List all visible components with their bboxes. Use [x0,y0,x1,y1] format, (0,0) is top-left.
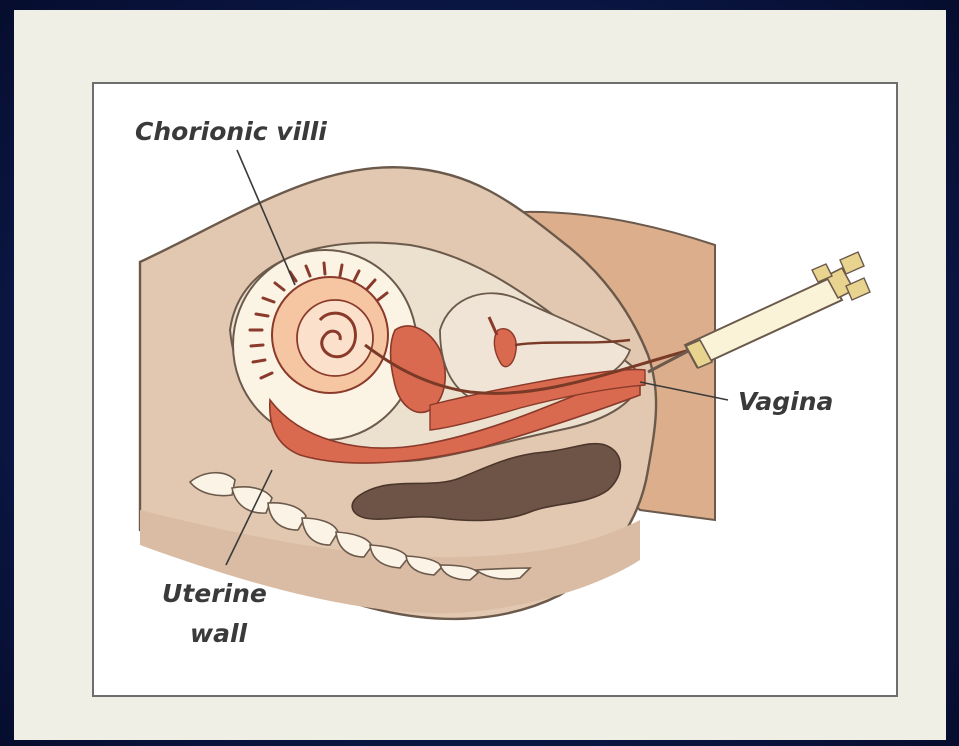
uterine-wall-label-line1: Uterine [162,579,267,608]
chorionic-villi-label: Chorionic villi [135,117,327,146]
amnion-inner [297,300,373,376]
vagina-label: Vagina [738,387,833,416]
uterine-wall-label-line2: wall [190,619,248,648]
